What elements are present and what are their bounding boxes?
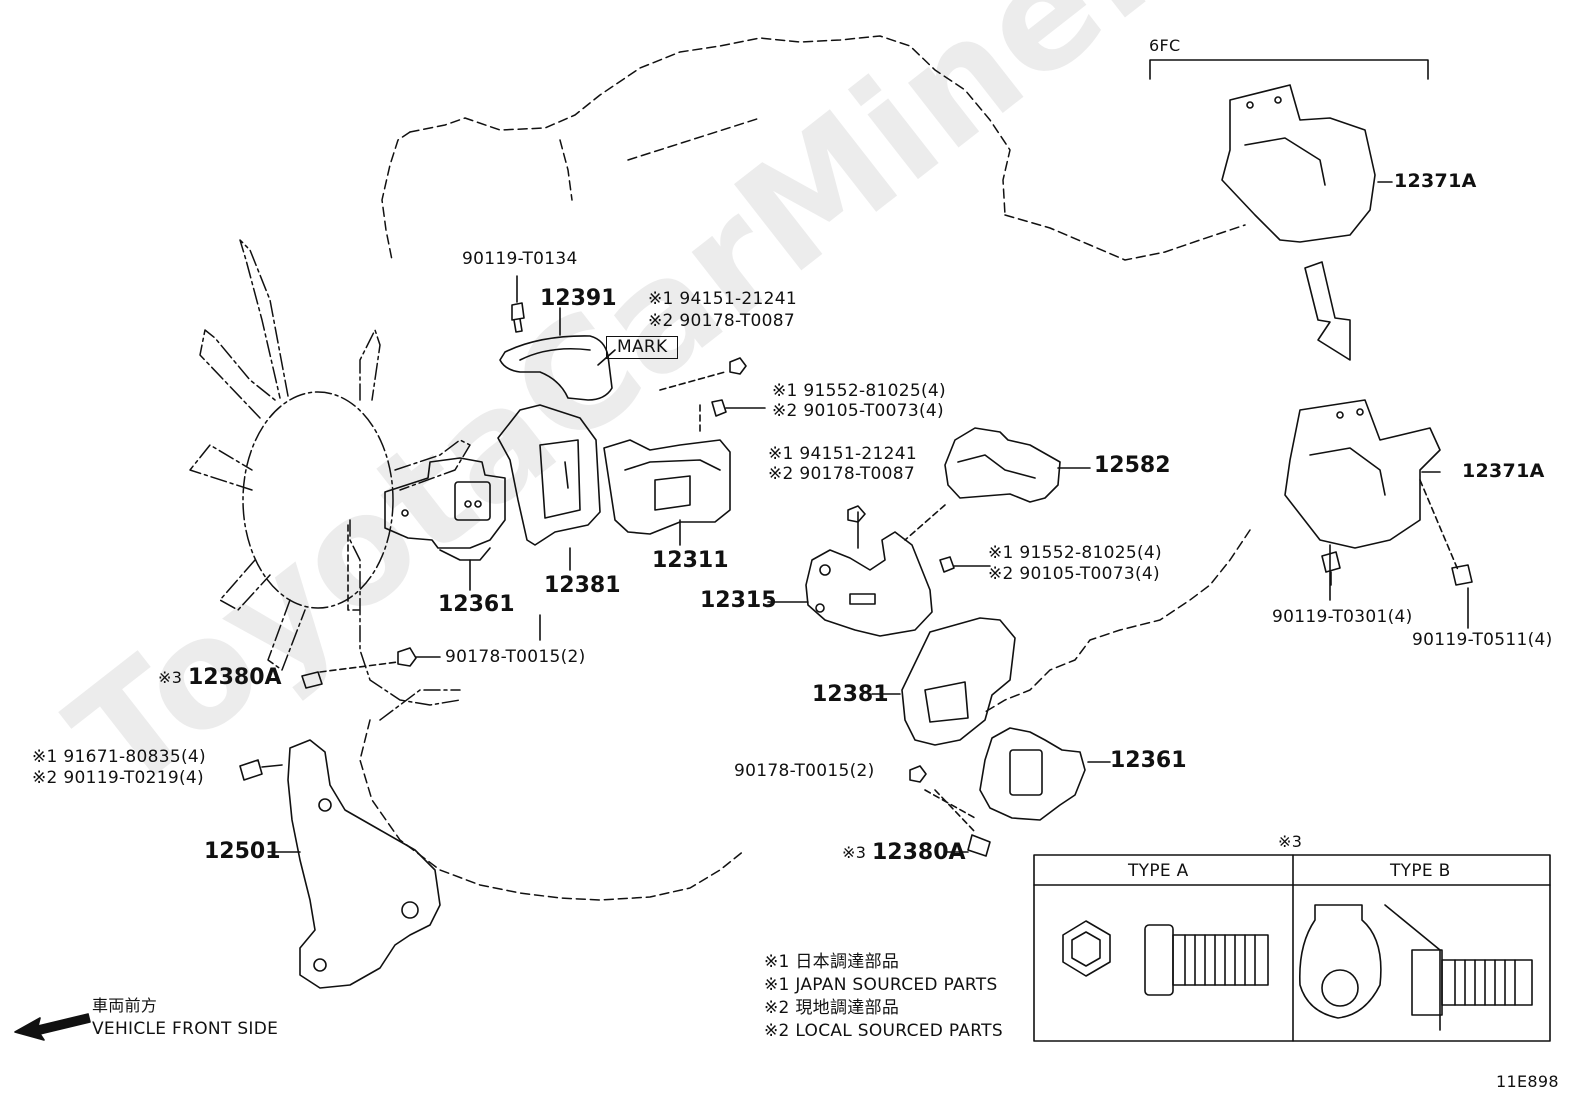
nut-90178-left <box>397 647 417 667</box>
bolt-91552-top <box>711 399 766 417</box>
legend-line-3: ※2 現地調達部品 <box>764 998 900 1018</box>
label-r1-94151: ※1 94151-21241 <box>648 289 797 309</box>
label-12380A-right-prefix: ※3 <box>842 843 867 862</box>
nut-94151-top <box>729 357 747 375</box>
label-12315: 12315 <box>700 588 777 613</box>
label-12381-left: 12381 <box>544 573 621 598</box>
label-s1-94151: ※1 94151-21241 <box>768 444 917 464</box>
down-arrow-icon <box>1304 261 1351 361</box>
label-90119-T0134: 90119-T0134 <box>462 249 578 269</box>
label-12380A-left-prefix: ※3 <box>158 668 183 687</box>
legend-line-2: ※1 JAPAN SOURCED PARTS <box>764 975 998 995</box>
legend-line-1: ※1 日本調達部品 <box>764 952 900 972</box>
label-12380A-left: 12380A <box>188 665 282 690</box>
label-mark: MARK <box>606 336 679 359</box>
engine-outline <box>359 35 1251 901</box>
label-6fc: 6FC <box>1149 36 1181 55</box>
label-90178-T0015-left: 90178-T0015(2) <box>445 647 586 667</box>
label-r2-90105: ※2 90105-T0073(4) <box>772 401 944 421</box>
part-12311-shape <box>603 371 731 546</box>
bolt-12380A-left <box>301 524 541 689</box>
nut-94151-mid <box>847 505 866 523</box>
part-12361-right-shape <box>924 727 1111 821</box>
legend-line-4: ※2 LOCAL SOURCED PARTS <box>764 1021 1003 1041</box>
type-b-bolt-icon <box>1298 904 1533 1031</box>
part-12582-shape <box>904 427 1091 541</box>
part-12381-right-shape <box>871 617 1016 746</box>
label-t1-91552: ※1 91552-81025(4) <box>988 543 1162 563</box>
bolt-90119-T0511 <box>1451 564 1473 586</box>
part-12391-shape <box>499 335 613 401</box>
group-6fc-bracket <box>1149 59 1429 80</box>
label-12391: 12391 <box>540 286 617 311</box>
label-12381-right: 12381 <box>812 682 889 707</box>
label-90119-T0511: 90119-T0511(4) <box>1412 630 1553 650</box>
label-12311: 12311 <box>652 548 729 573</box>
label-front-en: VEHICLE FRONT SIDE <box>92 1019 279 1039</box>
label-12501: 12501 <box>204 839 281 864</box>
part-12315-shape <box>767 511 933 637</box>
type-table-note: ※3 <box>1278 832 1303 851</box>
figure-id: 11E898 <box>1496 1072 1559 1091</box>
bolt-91552-mid <box>939 556 991 573</box>
bolt-90119-T0301 <box>1321 551 1341 586</box>
label-90119-T0219: ※2 90119-T0219(4) <box>32 768 204 788</box>
fan-outline <box>189 239 471 721</box>
label-r2-90178: ※2 90178-T0087 <box>648 311 795 331</box>
label-12371A-mid: 12371A <box>1462 460 1545 482</box>
part-12381-left-shape <box>497 404 601 571</box>
label-12380A-right: 12380A <box>872 840 966 865</box>
type-b-header: TYPE B <box>1390 861 1451 881</box>
label-12361-left: 12361 <box>438 592 515 617</box>
label-90178-T0015-right: 90178-T0015(2) <box>734 761 875 781</box>
bolt-90119-T0134 <box>511 275 525 333</box>
label-r1-91552: ※1 91552-81025(4) <box>772 381 946 401</box>
type-a-bolt-icon <box>1062 920 1269 996</box>
label-12582: 12582 <box>1094 453 1171 478</box>
part-12371A-mid-shape <box>1284 399 1469 629</box>
vehicle-front-arrow-icon <box>14 1013 91 1041</box>
label-12361-right: 12361 <box>1110 748 1187 773</box>
label-90119-T0301: 90119-T0301(4) <box>1272 607 1413 627</box>
bolt-91671 <box>239 759 283 781</box>
label-s2-90178: ※2 90178-T0087 <box>768 464 915 484</box>
part-12361-left-shape <box>384 457 506 591</box>
label-91671: ※1 91671-80835(4) <box>32 747 206 767</box>
part-12501-shape <box>267 739 441 989</box>
type-table-frame <box>1033 854 1551 1042</box>
label-front-jp: 車両前方 <box>92 996 158 1015</box>
nut-90178-right <box>909 765 927 783</box>
label-t2-90105: ※2 90105-T0073(4) <box>988 564 1160 584</box>
part-12371A-top-shape <box>1221 84 1393 243</box>
type-a-header: TYPE A <box>1128 861 1189 881</box>
bolt-12380A-right <box>934 789 991 857</box>
label-12371A-top: 12371A <box>1394 170 1477 192</box>
